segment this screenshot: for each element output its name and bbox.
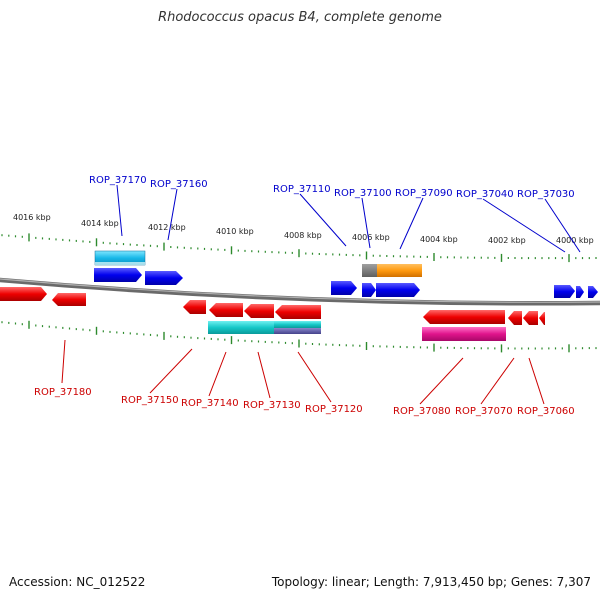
gene-arrow[interactable]	[145, 271, 183, 285]
genome-title: Rhodococcus opacus B4, complete genome	[158, 10, 442, 25]
gene-label-ROP_37110[interactable]: ROP_37110	[273, 184, 331, 195]
gene-label-ROP_37170[interactable]: ROP_37170	[89, 175, 147, 186]
genome-backbone	[0, 277, 600, 306]
gene-label-ROP_37080[interactable]: ROP_37080	[393, 406, 451, 417]
gene-arrow[interactable]	[52, 293, 86, 306]
gene-arrow[interactable]	[376, 283, 420, 297]
gene-arrow[interactable]	[362, 283, 376, 297]
gene-label-ROP_37160[interactable]: ROP_37160	[150, 179, 208, 190]
top-callout-lines	[116, 184, 581, 253]
gene-feature-ROP_37140[interactable]	[208, 321, 243, 334]
minus-strand-genes	[0, 287, 545, 341]
top-gene-labels: ROP_37170 ROP_37160 ROP_37110 ROP_37100 …	[89, 175, 575, 200]
scale-labels: 4016 kbp 4014 kbp 4012 kbp 4010 kbp 4008…	[13, 213, 594, 245]
accession-text: Accession: NC_012522	[9, 575, 146, 589]
gene-feature-ROP_37120[interactable]	[274, 321, 321, 328]
bottom-gene-labels: ROP_37180 ROP_37150 ROP_37140 ROP_37130 …	[34, 387, 575, 417]
gene-arrow[interactable]	[183, 300, 206, 314]
kbp-label: 4008 kbp	[284, 231, 322, 240]
gene-arrow[interactable]	[523, 311, 538, 325]
gene-label-ROP_37040[interactable]: ROP_37040	[456, 189, 514, 200]
kbp-label: 4010 kbp	[216, 227, 254, 236]
bottom-callout-lines	[61, 339, 545, 405]
gene-arrow[interactable]	[275, 305, 321, 319]
kbp-label: 4006 kbp	[352, 233, 390, 242]
gene-label-ROP_37090[interactable]: ROP_37090	[395, 188, 453, 199]
scale-ticks-bottom	[1, 320, 597, 353]
gene-label-ROP_37100[interactable]: ROP_37100	[334, 188, 392, 199]
gene-arrow[interactable]	[331, 281, 357, 295]
gene-arrow[interactable]	[244, 304, 274, 318]
gene-label-ROP_37120[interactable]: ROP_37120	[305, 404, 363, 415]
gene-feature-ROP_37100[interactable]	[362, 264, 378, 277]
gene-arrow[interactable]	[423, 310, 505, 324]
gene-arrow[interactable]	[209, 303, 243, 317]
gene-arrow[interactable]	[94, 268, 142, 282]
kbp-label: 4000 kbp	[556, 236, 594, 245]
kbp-label: 4016 kbp	[13, 213, 51, 222]
gene-label-ROP_37180[interactable]: ROP_37180	[34, 387, 92, 398]
genome-info-text: Topology: linear; Length: 7,913,450 bp; …	[271, 575, 591, 589]
gene-arrow[interactable]	[588, 286, 598, 298]
gene-label-ROP_37130[interactable]: ROP_37130	[243, 400, 301, 411]
gene-feature-ROP_37080[interactable]	[422, 327, 506, 341]
gene-label-ROP_37140[interactable]: ROP_37140	[181, 398, 239, 409]
gene-label-ROP_37070[interactable]: ROP_37070	[455, 406, 513, 417]
gene-arrow[interactable]	[539, 312, 545, 325]
gene-arrow[interactable]	[508, 311, 522, 325]
kbp-label: 4004 kbp	[420, 235, 458, 244]
kbp-label: 4014 kbp	[81, 219, 119, 228]
gene-feature-ROP_37090[interactable]	[377, 264, 422, 277]
gene-arrow[interactable]	[0, 287, 47, 301]
kbp-label: 4012 kbp	[148, 223, 186, 232]
gene-arrow[interactable]	[576, 286, 584, 298]
gene-feature-ROP_37130[interactable]	[243, 321, 274, 334]
gene-label-ROP_37150[interactable]: ROP_37150	[121, 395, 179, 406]
gene-label-ROP_37060[interactable]: ROP_37060	[517, 406, 575, 417]
gene-label-ROP_37030[interactable]: ROP_37030	[517, 189, 575, 200]
kbp-label: 4002 kbp	[488, 236, 526, 245]
plus-strand-genes	[94, 250, 598, 298]
scale-ticks-top	[1, 233, 597, 263]
gene-arrow[interactable]	[554, 285, 575, 298]
